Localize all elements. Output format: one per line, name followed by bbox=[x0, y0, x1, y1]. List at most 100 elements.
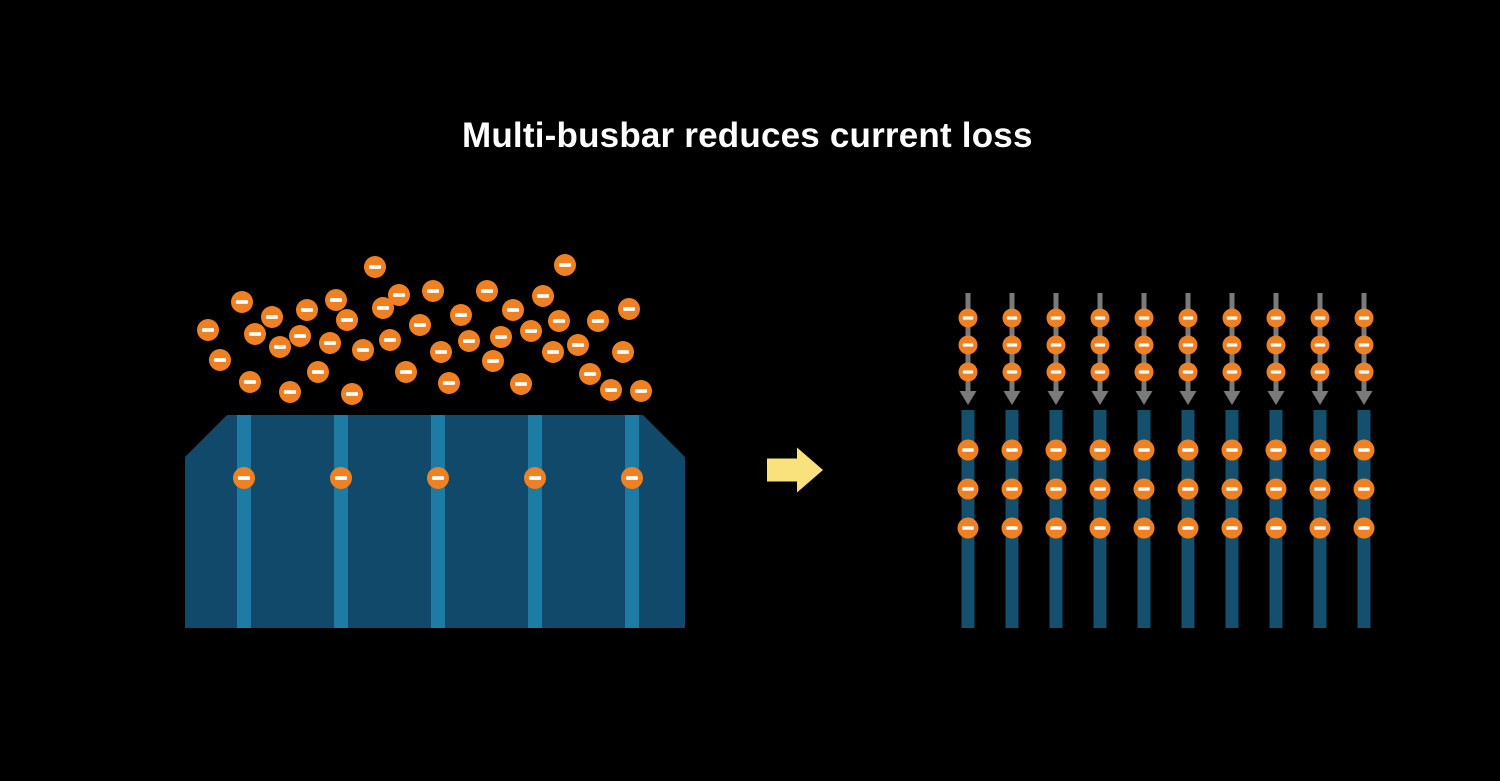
wire-electron-icon bbox=[1001, 517, 1023, 539]
minus-sign bbox=[1358, 370, 1370, 374]
scattered-electron-icon bbox=[364, 256, 386, 278]
scattered-electrons-group bbox=[197, 254, 652, 405]
minus-sign bbox=[634, 389, 648, 393]
wire-electron-icon bbox=[957, 517, 979, 539]
minus-sign bbox=[571, 343, 585, 347]
scattered-electron-icon bbox=[231, 291, 253, 313]
minus-sign bbox=[528, 476, 542, 480]
scattered-electron-icon bbox=[352, 339, 374, 361]
minus-sign bbox=[311, 370, 325, 374]
minus-sign bbox=[1094, 487, 1106, 491]
minus-sign bbox=[1094, 343, 1106, 347]
scattered-electron-icon bbox=[395, 361, 417, 383]
minus-sign bbox=[283, 390, 297, 394]
minus-sign bbox=[413, 323, 427, 327]
busbar-column bbox=[1353, 293, 1375, 628]
flow-electron-icon bbox=[1266, 362, 1286, 382]
minus-sign bbox=[1226, 526, 1238, 530]
busbar-electron-icon bbox=[330, 467, 352, 489]
busbar-stripe bbox=[528, 415, 542, 628]
minus-sign bbox=[1050, 370, 1062, 374]
wire-electron-icon bbox=[1133, 439, 1155, 461]
minus-sign bbox=[323, 341, 337, 345]
minus-sign bbox=[1226, 448, 1238, 452]
wire-electron-icon bbox=[1265, 439, 1287, 461]
minus-sign bbox=[431, 476, 445, 480]
minus-sign bbox=[962, 448, 974, 452]
flow-electron-icon bbox=[1310, 362, 1330, 382]
busbar-column bbox=[1177, 293, 1199, 628]
minus-sign bbox=[265, 315, 279, 319]
minus-sign bbox=[213, 358, 227, 362]
multi-busbar-group bbox=[957, 293, 1375, 628]
current-arrow-head bbox=[1047, 391, 1065, 405]
minus-sign bbox=[1314, 448, 1326, 452]
current-arrow-head bbox=[1223, 391, 1241, 405]
scattered-electron-icon bbox=[269, 336, 291, 358]
flow-electron-icon bbox=[1222, 335, 1242, 355]
minus-sign bbox=[1182, 448, 1194, 452]
wire-electron-icon bbox=[1265, 517, 1287, 539]
flow-electron-icon bbox=[1090, 362, 1110, 382]
diagram-title: Multi-busbar reduces current loss bbox=[462, 116, 1033, 155]
minus-sign bbox=[399, 370, 413, 374]
busbar-column bbox=[957, 293, 979, 628]
flow-electron-icon bbox=[1354, 308, 1374, 328]
scattered-electron-icon bbox=[325, 289, 347, 311]
flow-electron-icon bbox=[1310, 335, 1330, 355]
minus-sign bbox=[1050, 316, 1062, 320]
minus-sign bbox=[625, 476, 639, 480]
scattered-electron-icon bbox=[422, 280, 444, 302]
minus-sign bbox=[235, 300, 249, 304]
minus-sign bbox=[1182, 370, 1194, 374]
minus-sign bbox=[329, 298, 343, 302]
scattered-electron-icon bbox=[618, 298, 640, 320]
minus-sign bbox=[1182, 343, 1194, 347]
current-arrow-head bbox=[1135, 391, 1153, 405]
scattered-electron-icon bbox=[532, 285, 554, 307]
minus-sign bbox=[300, 308, 314, 312]
minus-sign bbox=[480, 289, 494, 293]
wire-electron-icon bbox=[1001, 439, 1023, 461]
busbar-electron-icon bbox=[621, 467, 643, 489]
scattered-electron-icon bbox=[409, 314, 431, 336]
busbar-electron-icon bbox=[427, 467, 449, 489]
wire-electron-icon bbox=[957, 478, 979, 500]
minus-sign bbox=[454, 313, 468, 317]
flow-electron-icon bbox=[1178, 362, 1198, 382]
minus-sign bbox=[426, 289, 440, 293]
minus-sign bbox=[462, 339, 476, 343]
flow-electron-icon bbox=[958, 308, 978, 328]
flow-electron-icon bbox=[1266, 335, 1286, 355]
minus-sign bbox=[962, 316, 974, 320]
scattered-electron-icon bbox=[600, 379, 622, 401]
minus-sign bbox=[1226, 316, 1238, 320]
wire-electron-icon bbox=[1353, 478, 1375, 500]
minus-sign bbox=[486, 359, 500, 363]
minus-sign bbox=[1006, 487, 1018, 491]
minus-sign bbox=[340, 318, 354, 322]
current-arrow-head bbox=[959, 391, 977, 405]
minus-sign bbox=[1094, 448, 1106, 452]
flow-electron-icon bbox=[1222, 362, 1242, 382]
flow-electron-icon bbox=[1046, 362, 1066, 382]
scattered-electron-icon bbox=[510, 373, 532, 395]
scattered-electron-icon bbox=[587, 310, 609, 332]
minus-sign bbox=[1270, 487, 1282, 491]
minus-sign bbox=[248, 332, 262, 336]
minus-sign bbox=[494, 335, 508, 339]
flow-electron-icon bbox=[1046, 335, 1066, 355]
scattered-electron-icon bbox=[388, 284, 410, 306]
flow-electron-icon bbox=[1002, 308, 1022, 328]
flow-electron-icon bbox=[1046, 308, 1066, 328]
scattered-electron-icon bbox=[430, 341, 452, 363]
wire-electron-icon bbox=[1177, 517, 1199, 539]
current-arrow-head bbox=[1179, 391, 1197, 405]
flow-electron-icon bbox=[1354, 362, 1374, 382]
flow-electron-icon bbox=[1134, 335, 1154, 355]
minus-sign bbox=[1050, 487, 1062, 491]
minus-sign bbox=[962, 343, 974, 347]
busbar-stripe bbox=[625, 415, 639, 628]
